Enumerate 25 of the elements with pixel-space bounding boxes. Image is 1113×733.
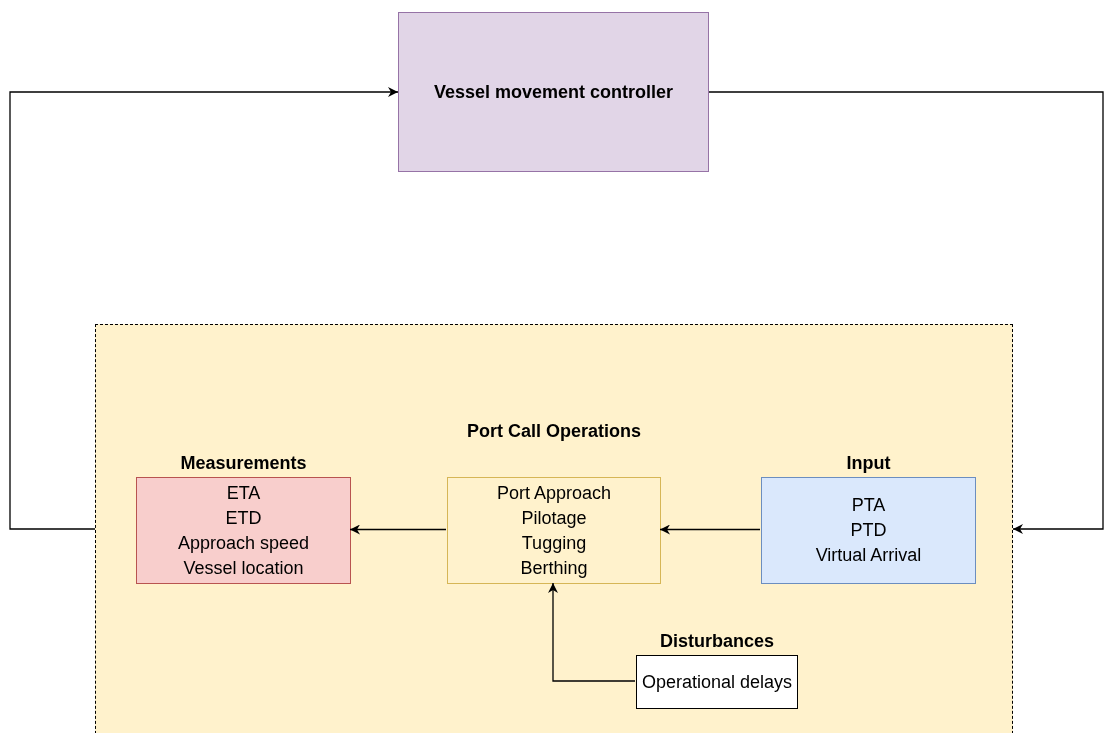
- box-text: Approach speed: [177, 531, 310, 555]
- box-heading: Measurements: [180, 453, 307, 474]
- box-text: Port Approach: [496, 481, 612, 505]
- arrow: [9, 87, 399, 530]
- box-text: PTA: [851, 494, 886, 517]
- box-text: Berthing: [520, 556, 588, 580]
- arrow: [349, 524, 447, 535]
- box-heading: Disturbances: [659, 631, 774, 652]
- box-heading: Input: [846, 453, 891, 474]
- box-text: Operational delays: [641, 670, 793, 694]
- box-text: Tugging: [521, 531, 587, 555]
- box-text: Pilotage: [521, 506, 587, 530]
- panel-heading: Port Call Operations: [466, 421, 641, 441]
- controller-box: [398, 12, 709, 172]
- box-text: PTD: [850, 519, 887, 542]
- box-text: Vessel movement controller: [433, 80, 674, 104]
- box-text: Virtual Arrival: [815, 544, 922, 567]
- arrow: [548, 582, 636, 682]
- box-text: Vessel location: [183, 556, 304, 580]
- arrow: [708, 91, 1104, 534]
- box-text: ETA: [226, 481, 261, 505]
- arrow: [659, 524, 761, 535]
- box-text: ETD: [225, 506, 262, 530]
- port-operations-panel: [95, 324, 1013, 733]
- process-box: [447, 477, 661, 584]
